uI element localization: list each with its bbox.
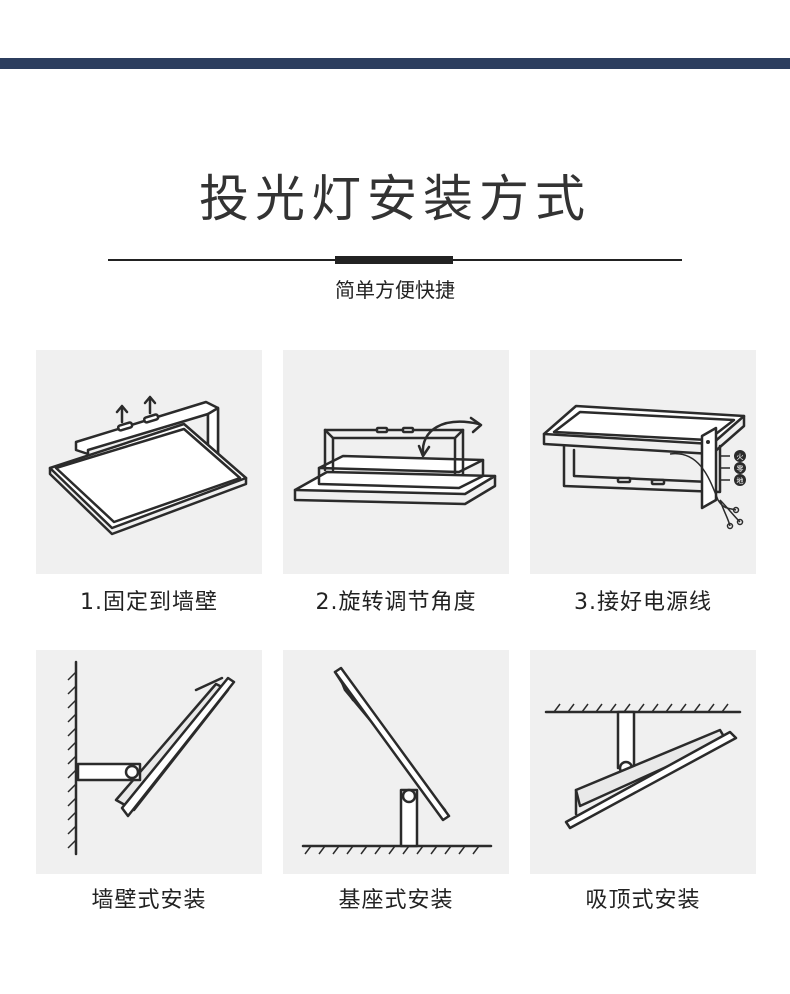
wire-label-live: 火	[737, 453, 744, 461]
step-3-illustration: 火 零 地	[530, 350, 756, 574]
step-2-caption: 2.旋转调节角度	[315, 590, 477, 615]
top-accent-bar	[0, 58, 790, 69]
page-subtitle: 简单方便快捷	[335, 278, 455, 302]
title-divider-accent	[335, 256, 453, 264]
step-2-illustration	[283, 350, 509, 574]
wire-label-neutral: 零	[737, 465, 744, 473]
ceiling-mount-illustration	[530, 650, 756, 874]
ceiling-mount-caption: 吸顶式安装	[585, 888, 701, 913]
step-1-illustration	[36, 350, 262, 574]
page-title: 投光灯安装方式	[199, 170, 591, 228]
base-mount-caption: 基座式安装	[338, 888, 454, 913]
step-3-caption: 3.接好电源线	[574, 590, 712, 615]
base-mount-illustration	[283, 650, 509, 874]
wall-mount-caption: 墙壁式安装	[91, 888, 207, 913]
step-1-caption: 1.固定到墙壁	[80, 590, 218, 615]
wire-label-ground: 地	[737, 476, 744, 485]
wall-mount-illustration	[36, 650, 262, 874]
